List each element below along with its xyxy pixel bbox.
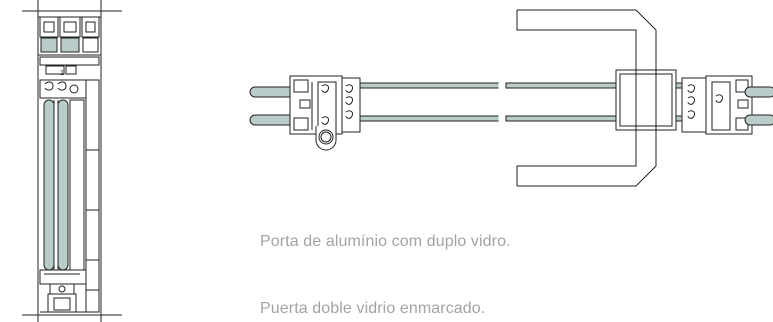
right-frame-profile xyxy=(681,75,753,135)
glass-pane-right-segment xyxy=(505,82,617,122)
left-sash-profile xyxy=(341,77,361,133)
bottom-rail xyxy=(39,269,99,313)
glass-pane-left-segment xyxy=(359,82,501,122)
caption-spanish: Puerta doble vidrio enmarcado. xyxy=(260,300,486,317)
glass-units xyxy=(43,99,85,271)
handle-block xyxy=(615,69,677,131)
sash-top-rail xyxy=(39,79,100,313)
right-inner-glass xyxy=(744,114,773,126)
right-outer-glass xyxy=(744,86,773,98)
plan-section-drawing xyxy=(249,9,773,187)
vertical-section-drawing: 1 xyxy=(22,0,122,322)
handle-outline xyxy=(517,9,657,70)
jamb-segments xyxy=(86,149,99,291)
top-frame-profile: 1 xyxy=(37,10,102,77)
svg-text:1: 1 xyxy=(60,70,64,77)
roller-wheel xyxy=(315,126,337,151)
handle-lower-outline xyxy=(517,130,657,187)
left-frame-profile xyxy=(289,75,343,135)
caption-portuguese: Porta de alumínio com duplo vidro. xyxy=(260,233,511,250)
